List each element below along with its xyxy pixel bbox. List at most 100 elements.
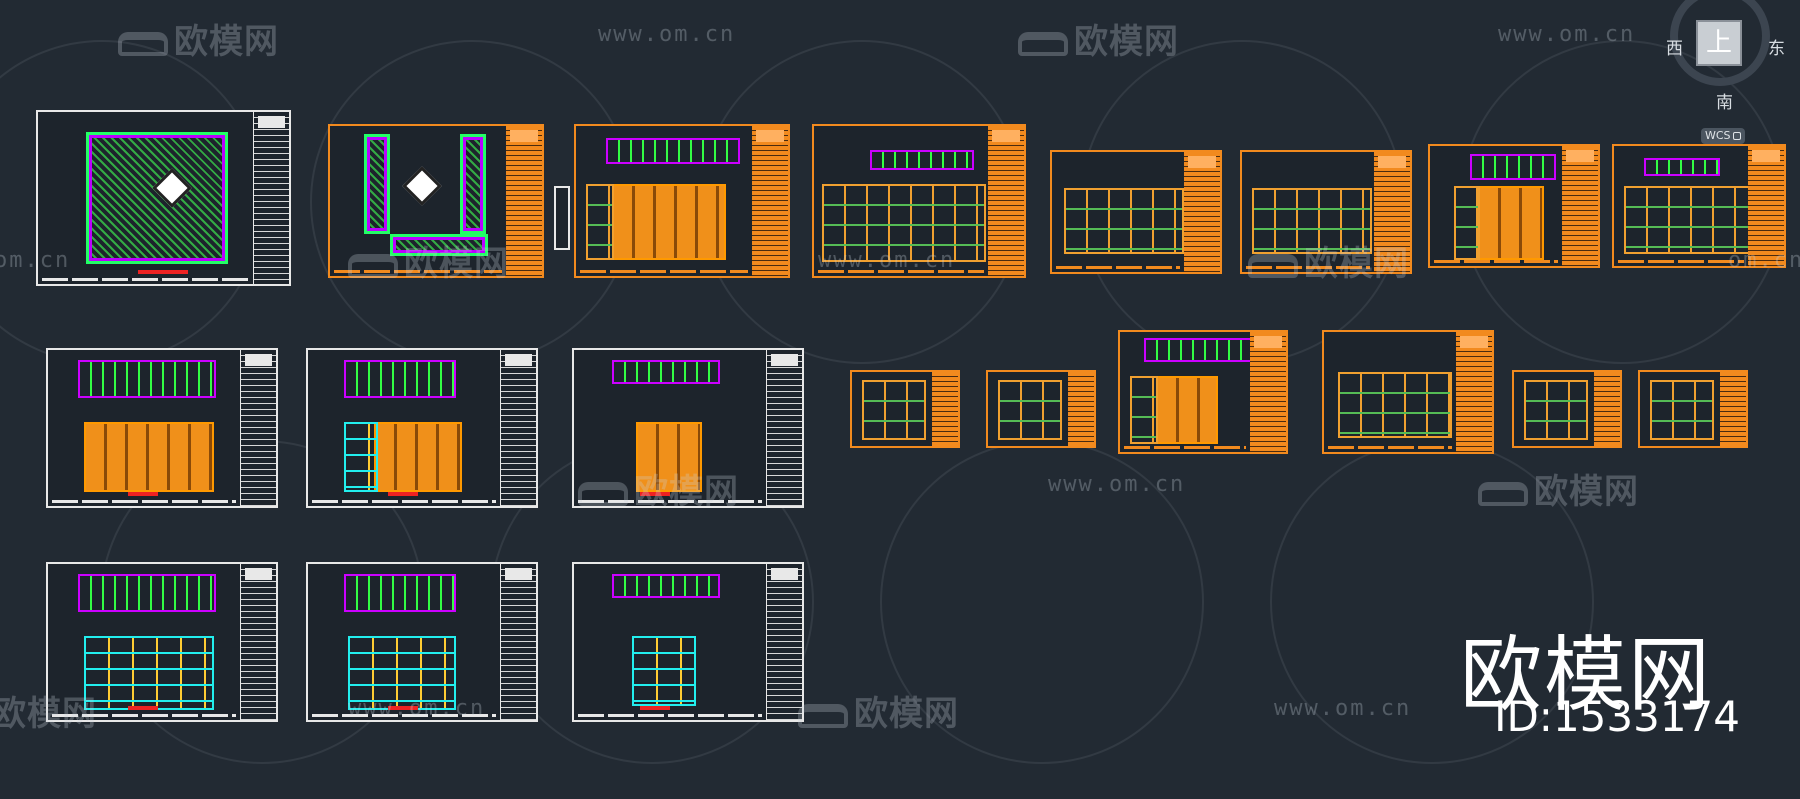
title-block [500, 350, 536, 506]
wardrobe-elevation [374, 422, 462, 492]
sofa-logo-icon [1478, 481, 1528, 506]
brand-title: 欧模网 [1459, 628, 1712, 723]
dimension-mark [138, 270, 188, 274]
wardrobe-side-elevation [1130, 376, 1158, 444]
row2-orange-3[interactable] [1118, 330, 1288, 454]
title-block [1456, 332, 1492, 452]
row3-sheet-2[interactable] [306, 562, 538, 722]
wardrobe-elevation [632, 636, 696, 706]
ceiling-elevation [870, 150, 974, 170]
ceiling-elevation [1470, 154, 1556, 180]
plan-sheet-1[interactable] [328, 124, 544, 278]
wardrobe-elevation [84, 422, 214, 492]
sofa-logo-icon [578, 481, 628, 506]
title-block [1250, 332, 1286, 452]
row2-orange-4[interactable] [1322, 330, 1494, 454]
ceiling-elevation [78, 574, 216, 612]
row2-sheet-3[interactable] [572, 348, 804, 508]
title-block [240, 350, 276, 506]
elevation-sheet-6[interactable] [1612, 144, 1786, 268]
title-block [766, 350, 802, 506]
row2-orange-5[interactable] [1512, 370, 1622, 448]
wardrobe-elevation [1478, 186, 1544, 260]
dimension-mark [128, 492, 158, 496]
watermark-url: om.cn [0, 248, 71, 273]
detail-strip[interactable] [554, 186, 570, 250]
row2-sheet-1[interactable] [46, 348, 278, 508]
viewcube-top-face[interactable]: 上 [1696, 20, 1742, 66]
wardrobe-side-elevation [586, 184, 614, 260]
ceiling-elevation [344, 360, 456, 398]
elevation-sheet-5[interactable] [1428, 144, 1600, 268]
sheet-border-line [52, 714, 236, 717]
elevation-sheet-4[interactable] [1240, 150, 1412, 274]
dimension-mark [640, 492, 670, 496]
watermark-url: www.om.cn [1498, 22, 1636, 47]
sheet-border-line [1124, 446, 1246, 449]
title-block [1068, 372, 1094, 446]
sheet-border-line [1434, 260, 1558, 263]
viewcube[interactable]: 上 西 东 南 [1666, 0, 1785, 118]
watermark-url: www.om.cn [1274, 696, 1412, 721]
sheet-border-line [818, 270, 984, 273]
compass-west-label[interactable]: 西 [1666, 39, 1683, 59]
dimension-mark [640, 706, 670, 710]
watermark-url: www.om.cn [1048, 472, 1186, 497]
sofa-logo-icon [1018, 31, 1068, 56]
title-block [1184, 152, 1220, 272]
compass-east-label[interactable]: 东 [1768, 39, 1785, 59]
wardrobe-elevation [1064, 188, 1184, 254]
sheet-border-line [334, 270, 502, 273]
wardrobe-elevation [822, 184, 986, 262]
watermark-url: www.om.cn [598, 22, 736, 47]
row2-orange-2[interactable] [986, 370, 1096, 448]
row3-sheet-3[interactable] [572, 562, 804, 722]
sheet-border-line [1246, 266, 1370, 269]
title-block [506, 126, 542, 276]
ceiling-elevation [78, 360, 216, 398]
wardrobe-elevation [1650, 380, 1714, 440]
sofa-logo-icon [348, 253, 398, 278]
title-block [988, 126, 1024, 276]
ceiling-elevation [606, 138, 740, 164]
watermark-brand: 欧模网 [348, 236, 509, 285]
ceiling-elevation [1144, 338, 1252, 362]
floor-plan-drawing [460, 134, 486, 234]
row2-sheet-2[interactable] [306, 348, 538, 508]
elevation-sheet-2[interactable] [812, 124, 1026, 278]
wardrobe-side-elevation [1454, 186, 1480, 260]
sheet-border-line [1056, 266, 1180, 269]
title-block [932, 372, 958, 446]
row2-orange-6[interactable] [1638, 370, 1748, 448]
compass-ring[interactable] [1670, 0, 1770, 86]
elevation-sheet-3[interactable] [1050, 150, 1222, 274]
floor-plan-drawing [364, 134, 390, 234]
title-block [1374, 152, 1410, 272]
title-block [1594, 372, 1620, 446]
model-id-label: ID:1533174 [1494, 692, 1740, 741]
sheet-border-line [312, 714, 496, 717]
wardrobe-elevation [84, 636, 214, 710]
row3-sheet-1[interactable] [46, 562, 278, 722]
watermark-brand: 欧模网 [118, 14, 279, 63]
wcs-dropdown[interactable]: WCS [1701, 128, 1745, 144]
sofa-logo-icon [1248, 253, 1298, 278]
title-block [1720, 372, 1746, 446]
sheet-border-line [1618, 260, 1744, 263]
dimension-mark [388, 706, 418, 710]
plan-overview-sheet[interactable] [36, 110, 291, 286]
row2-orange-1[interactable] [850, 370, 960, 448]
elevation-sheet-1[interactable] [574, 124, 790, 278]
ceiling-elevation [612, 574, 720, 598]
compass-south-label[interactable]: 南 [1716, 93, 1733, 113]
title-block [500, 564, 536, 720]
sofa-logo-icon [118, 31, 168, 56]
watermark-brand: 欧模网 [578, 464, 739, 513]
watermark-url: www.om.cn [818, 248, 956, 273]
sheet-border-line [52, 500, 236, 503]
ceiling-elevation [1644, 158, 1720, 176]
title-block [240, 564, 276, 720]
sheet-border-line [312, 500, 496, 503]
watermark-brand: 欧模网 [1018, 14, 1179, 63]
